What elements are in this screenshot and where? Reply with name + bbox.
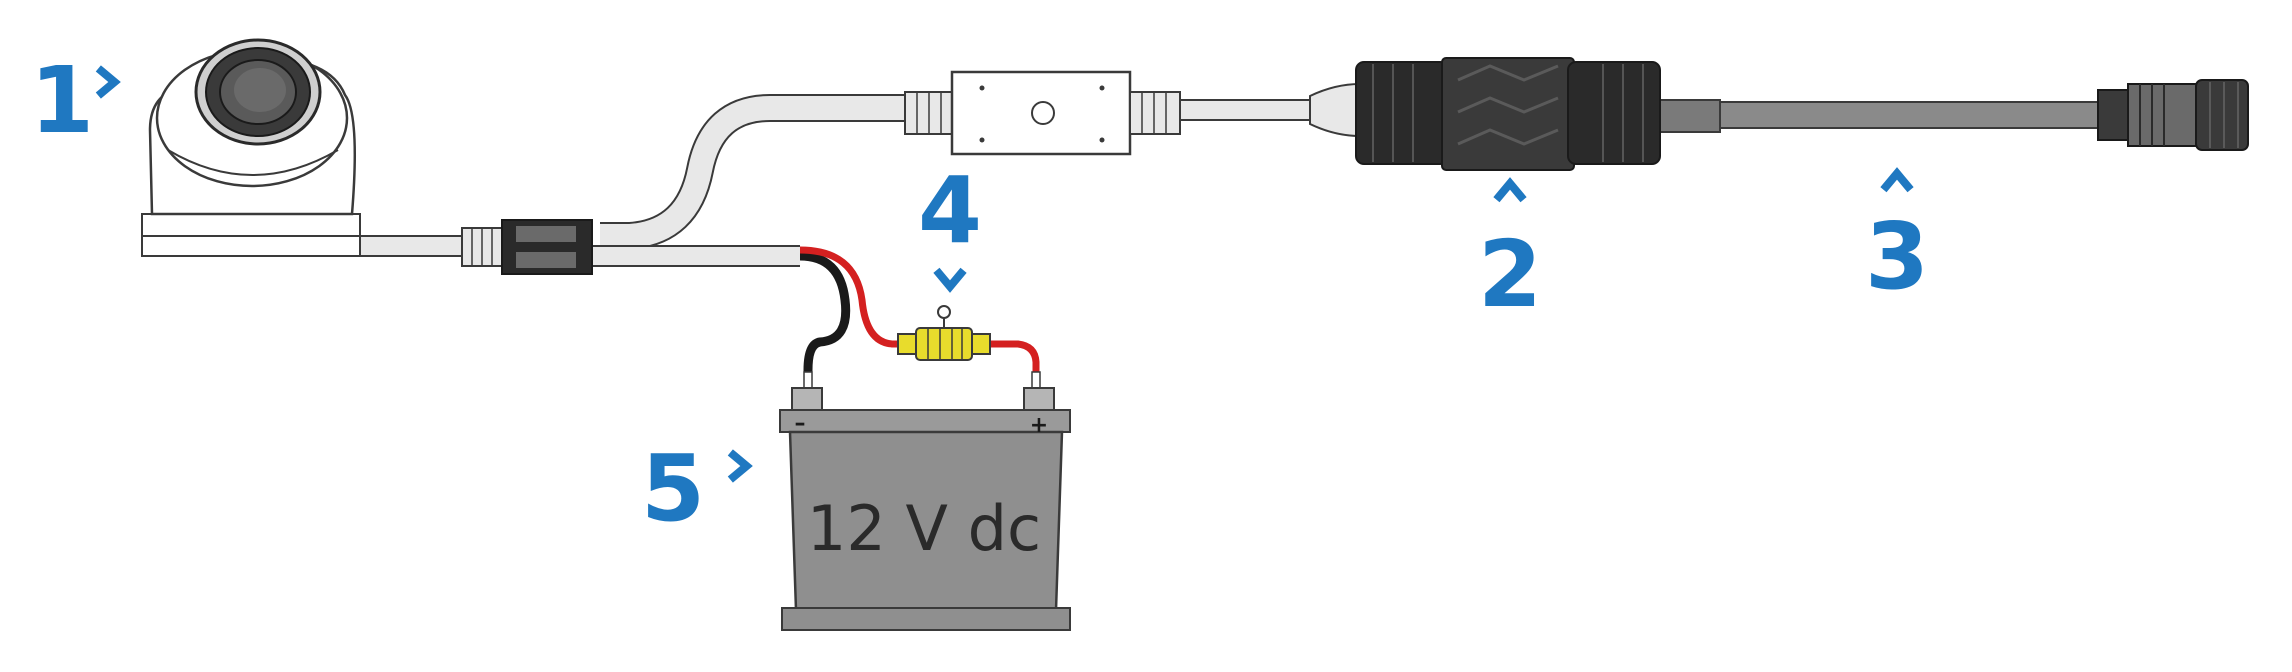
inline-connector <box>1355 57 1661 171</box>
callout-1-arrow-icon <box>95 65 121 99</box>
splitter-box <box>904 70 1181 156</box>
camera <box>141 38 361 257</box>
camera-branch-cable <box>600 94 905 250</box>
callout-5-number: 5 <box>641 435 705 542</box>
callout-2-arrow-icon <box>1493 177 1527 203</box>
callout-1-number: 1 <box>30 47 94 154</box>
callout-2-number: 2 <box>1478 221 1542 328</box>
negative-wire <box>799 251 851 392</box>
callout-5-arrow-icon <box>727 449 753 483</box>
callout-4-arrow-icon <box>933 267 967 293</box>
inline-fuse <box>897 305 991 361</box>
callouts: 1 2 3 4 5 <box>30 47 1929 542</box>
extension-cable <box>1659 101 2106 129</box>
battery: – + 12 V dc <box>779 387 1071 631</box>
camera-plug <box>461 219 593 275</box>
extension-cable-plug <box>2097 79 2249 151</box>
battery-voltage-label: 12 V dc <box>807 492 1041 565</box>
callout-4-number: 4 <box>918 157 982 264</box>
battery-negative-sign: – <box>795 411 806 436</box>
positive-wire <box>799 246 912 348</box>
callout-3-number: 3 <box>1865 203 1929 310</box>
battery-positive-sign: + <box>1030 413 1048 438</box>
callout-3-arrow-icon <box>1880 167 1914 193</box>
